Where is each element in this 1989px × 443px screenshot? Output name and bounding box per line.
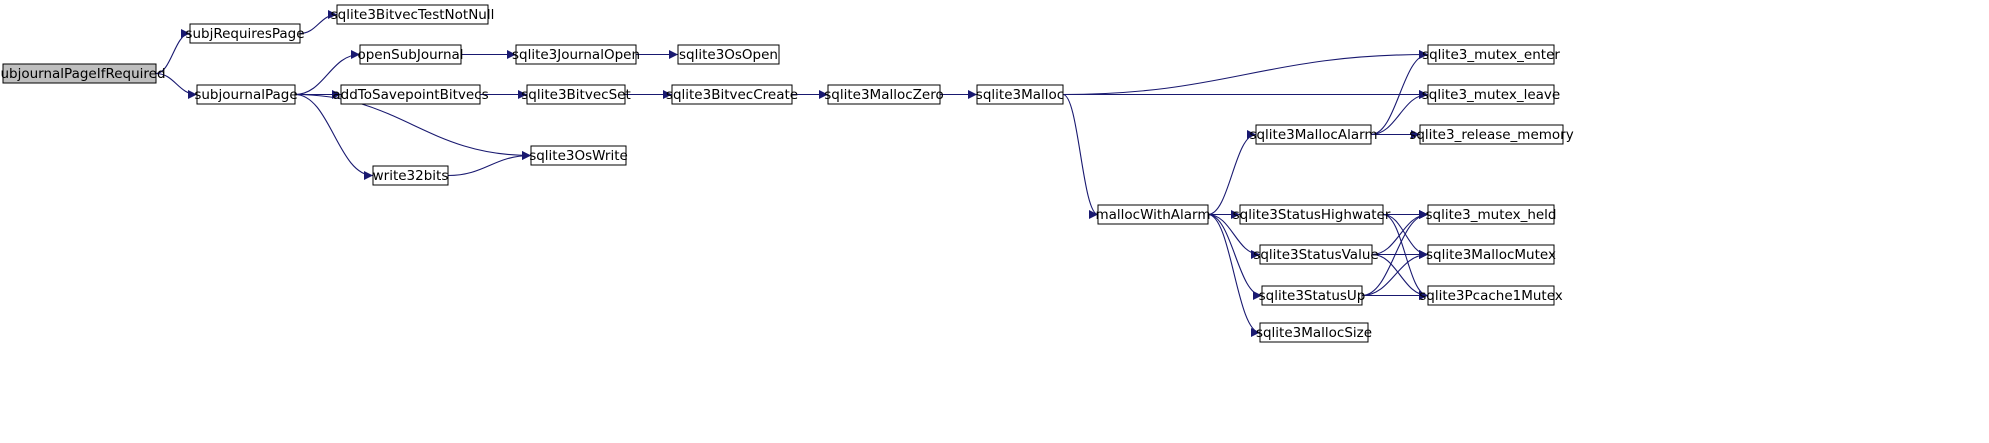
node-label: sqlite3Malloc [976,87,1064,103]
node-label: sqlite3OsOpen [679,47,778,63]
node-box [340,84,481,105]
node-label: subjournalPage [194,87,297,103]
node-label: sqlite3JournalOpen [512,47,640,63]
edge-statusUp-to-mutexHeld [1361,210,1429,297]
node-box [2,63,157,84]
node-bitvecTestNotNull[interactable]: sqlite3BitvecTestNotNull [331,4,495,25]
edge-mallocWithAlarm-to-statusUp [1207,213,1263,300]
node-label: sqlite3_release_memory [1409,127,1573,143]
node-mutexEnter[interactable]: sqlite3_mutex_enter [1422,44,1560,65]
node-label: mallocWithAlarm [1096,207,1211,223]
node-malloc[interactable]: sqlite3Malloc [976,84,1064,105]
node-box [196,84,296,105]
node-osOpen[interactable]: sqlite3OsOpen [677,44,780,65]
node-mallocWithAlarm[interactable]: mallocWithAlarm [1096,204,1211,225]
node-box [1239,204,1384,225]
node-bitvecCreate[interactable]: sqlite3BitvecCreate [666,84,798,105]
node-mallocMutex[interactable]: sqlite3MallocMutex [1426,244,1556,265]
node-label: sqlite3OsWrite [529,148,628,164]
node-bitvecSet[interactable]: sqlite3BitvecSet [521,84,631,105]
node-label: sqlite3_mutex_enter [1422,47,1560,63]
node-root[interactable]: subjournalPageIfRequired [0,63,166,84]
edge-mallocWithAlarm-to-mallocAlarm [1207,130,1257,216]
node-mallocSize[interactable]: sqlite3MallocSize [1256,322,1372,343]
node-write32bits[interactable]: write32bits [372,165,449,186]
node-label: sqlite3StatusUp [1259,288,1366,304]
edge-root-to-subjRequiresPage [155,29,191,75]
node-label: write32bits [373,168,449,184]
node-box [515,44,637,65]
edge-mallocWithAlarm-to-statusValue [1207,213,1261,259]
node-label: sqlite3MallocSize [1256,325,1372,341]
edge-write32bits-to-osWrite [447,151,532,177]
node-label: sqlite3BitvecSet [521,87,630,103]
node-label: sqlite3_mutex_leave [1422,87,1560,103]
node-statusValue[interactable]: sqlite3StatusValue [1253,244,1379,265]
node-releaseMemory[interactable]: sqlite3_release_memory [1409,124,1574,145]
edge-root-to-subjournalPage [155,72,198,99]
edge-subjournalPage-to-openSubJournal [294,50,361,96]
node-label: sqlite3StatusHighwater [1233,207,1391,223]
node-box [336,4,489,25]
edge-subjRequiresPage-to-bitvecTestNotNull [299,10,338,35]
node-box [359,44,462,65]
edge-layer [155,10,1429,337]
node-label: sqlite3BitvecTestNotNull [331,7,495,23]
node-box [1427,84,1555,105]
node-box [1097,204,1209,225]
node-label: addToSavepointBitvecs [332,87,488,103]
node-label: sqlite3Pcache1Mutex [1419,288,1563,304]
node-box [1259,322,1369,343]
node-label: openSubJournal [357,47,463,63]
node-box [189,23,301,44]
node-mutexLeave[interactable]: sqlite3_mutex_leave [1422,84,1560,105]
node-mallocZero[interactable]: sqlite3MallocZero [824,84,944,105]
edge-mallocWithAlarm-to-mallocSize [1207,213,1261,337]
node-pcache1Mutex[interactable]: sqlite3Pcache1Mutex [1419,285,1563,306]
node-box [1427,285,1555,306]
node-label: subjRequiresPage [185,26,304,42]
node-box [671,84,793,105]
node-box [1427,44,1555,65]
node-subjournalPage[interactable]: subjournalPage [194,84,298,105]
node-box [526,84,626,105]
edge-malloc-to-mutexEnter [1062,50,1429,96]
node-label: sqlite3MallocMutex [1426,247,1556,263]
edge-malloc-to-mallocWithAlarm [1062,93,1099,219]
node-label: sqlite3_mutex_held [1425,207,1556,223]
node-box [372,165,449,186]
node-openSubJournal[interactable]: openSubJournal [357,44,464,65]
edge-mallocAlarm-to-mutexEnter [1370,50,1429,136]
node-box [1419,124,1564,145]
node-box [827,84,941,105]
node-label: sqlite3MallocAlarm [1249,127,1377,143]
node-box [1261,285,1363,306]
node-box [1259,244,1373,265]
edge-mallocAlarm-to-mutexLeave [1370,90,1429,136]
node-box [530,145,627,166]
node-addToSavepointBitvecs[interactable]: addToSavepointBitvecs [332,84,489,105]
node-subjRequiresPage[interactable]: subjRequiresPage [185,23,305,44]
edge-subjournalPage-to-osWrite [294,93,532,160]
node-label: sqlite3StatusValue [1253,247,1378,263]
node-osWrite[interactable]: sqlite3OsWrite [529,145,628,166]
node-statusUp[interactable]: sqlite3StatusUp [1259,285,1366,306]
node-label: subjournalPageIfRequired [0,66,166,82]
node-label: sqlite3BitvecCreate [666,87,798,103]
node-journalOpen[interactable]: sqlite3JournalOpen [512,44,640,65]
node-box [1427,244,1555,265]
node-box [976,84,1064,105]
node-box [677,44,780,65]
node-mutexHeld[interactable]: sqlite3_mutex_held [1425,204,1557,225]
node-layer: subjournalPageIfRequired subjRequiresPage… [0,4,1574,343]
node-box [1255,124,1372,145]
node-box [1427,204,1555,225]
node-statusHighwater[interactable]: sqlite3StatusHighwater [1233,204,1391,225]
edge-subjournalPage-to-write32bits [294,93,374,180]
node-label: sqlite3MallocZero [824,87,943,103]
edge-statusUp-to-mallocMutex [1361,250,1429,297]
node-mallocAlarm[interactable]: sqlite3MallocAlarm [1249,124,1378,145]
